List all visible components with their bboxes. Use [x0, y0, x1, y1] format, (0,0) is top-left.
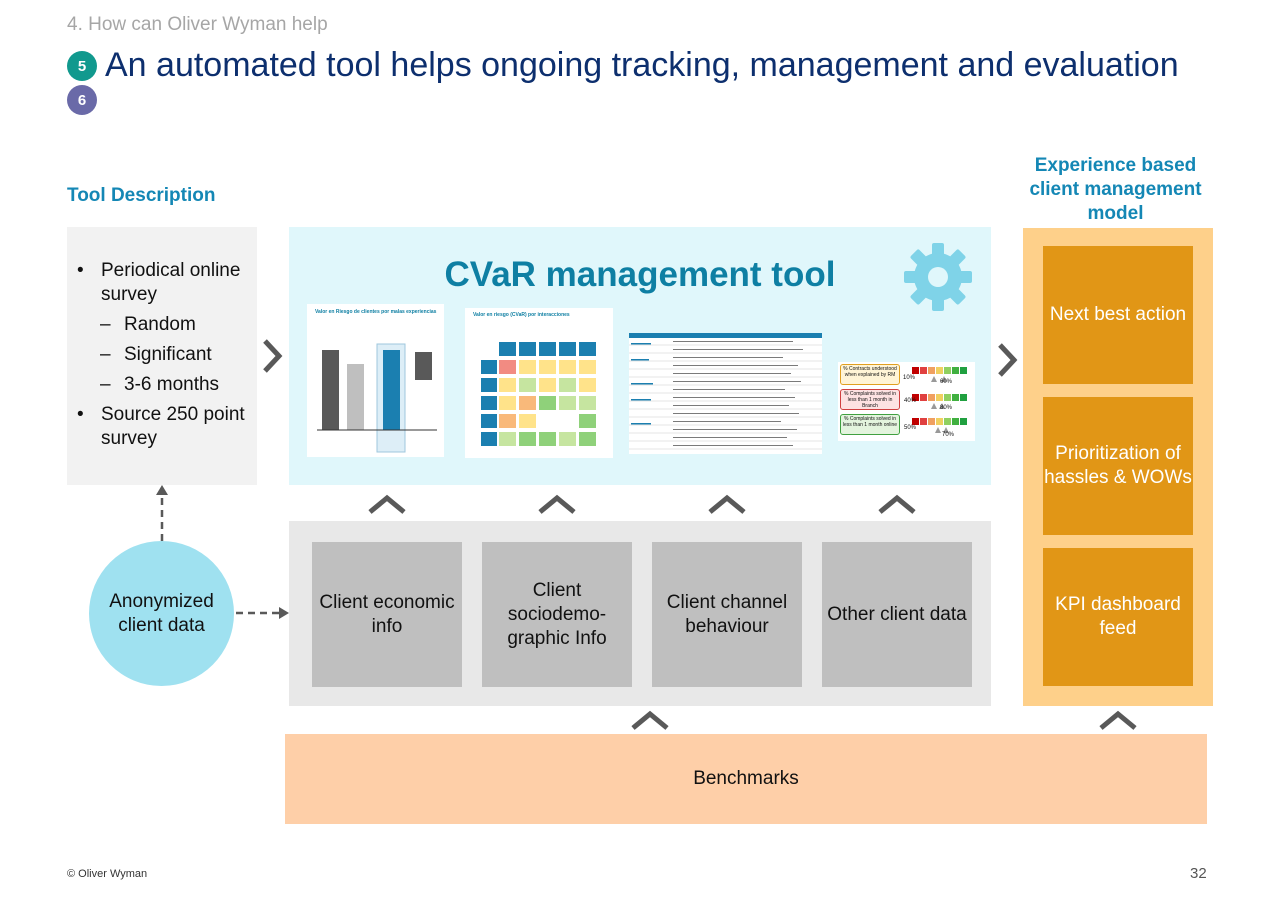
model-item-prioritization: Prioritization of hassles & WOWs	[1043, 397, 1193, 535]
step-badge-6: 6	[67, 85, 97, 115]
bullet-item: •Periodical online survey	[77, 260, 241, 305]
chevron-up-icon	[538, 494, 576, 514]
chevron-right-icon	[263, 339, 283, 373]
input-other-client-data: Other client data	[822, 542, 972, 687]
sub-bullet-item: –3-6 months	[100, 374, 220, 395]
input-client-economic-info: Client economic info	[312, 542, 462, 687]
tool-description-heading: Tool Description	[67, 185, 216, 206]
benchmarks-panel: Benchmarks	[285, 734, 1207, 824]
chevron-up-icon	[368, 494, 406, 514]
thumbnail-risk-chart: Valor en Riesgo de clientes por malas ex…	[307, 304, 444, 457]
chevron-up-icon	[631, 710, 669, 730]
model-heading: Experience based client management model	[1029, 155, 1202, 224]
kpi-label: % Complaints solved in less than 1 month…	[840, 389, 900, 410]
model-item-kpi-dashboard: KPI dashboard feed	[1043, 548, 1193, 686]
cvar-tool-panel: CVaR management tool Valor en Riesgo de …	[289, 227, 991, 485]
dashed-arrow-up-icon	[156, 485, 168, 541]
thumbnail-heatmap: Valor en riesgo (CVaR) por interacciones	[465, 308, 613, 458]
sub-bullet-item: –Significant	[100, 344, 212, 365]
kpi-target: 60%	[940, 379, 953, 385]
model-item-next-best-action: Next best action	[1043, 246, 1193, 384]
kpi-target: 80%	[940, 405, 953, 411]
heatmap-grid-icon	[481, 342, 596, 446]
chevron-up-icon	[1099, 710, 1137, 730]
bullet-item: •Source 250 point survey	[77, 404, 245, 449]
kpi-label: % Contracts understood when explained by…	[840, 364, 900, 385]
kpi-label: % Complaints solved in less than 1 month…	[840, 414, 900, 435]
chevron-up-icon	[708, 494, 746, 514]
cvar-tool-title: CVaR management tool	[444, 255, 836, 294]
copyright: © Oliver Wyman	[67, 868, 148, 880]
gear-icon	[904, 243, 972, 311]
step-badge-5: 5	[67, 51, 97, 81]
input-client-sociodemographic-info: Client sociodemo-graphic Info	[482, 542, 632, 687]
chevron-up-icon	[878, 494, 916, 514]
sub-bullet-item: –Random	[100, 314, 196, 335]
page-title: An automated tool helps ongoing tracking…	[105, 46, 1179, 84]
thumbnail-kpi-table	[629, 333, 822, 454]
page-number: 32	[1190, 865, 1207, 882]
thumbnail-kpi-gauges: % Contracts understood when explained by…	[838, 362, 975, 441]
table-icon	[629, 333, 822, 450]
kpi-value: 50%	[904, 425, 917, 431]
anonymized-client-data-circle: Anonymized client data	[89, 541, 234, 686]
client-management-model-panel: Next best action Prioritization of hassl…	[1023, 228, 1213, 706]
kpi-target: 70%	[942, 432, 955, 438]
client-data-inputs-panel: Client economic info Client sociodemo-gr…	[289, 521, 991, 706]
gauge-bars-icon	[912, 367, 967, 433]
input-client-channel-behaviour: Client channel behaviour	[652, 542, 802, 687]
chevron-right-icon	[998, 343, 1018, 377]
section-label: 4. How can Oliver Wyman help	[67, 14, 328, 35]
kpi-value: 10%	[903, 375, 916, 381]
bar-chart-icon	[317, 343, 437, 453]
tool-description-box: •Periodical online survey –Random –Signi…	[67, 227, 257, 485]
dashed-arrow-right-icon	[236, 607, 289, 619]
kpi-value: 40%	[904, 398, 917, 404]
